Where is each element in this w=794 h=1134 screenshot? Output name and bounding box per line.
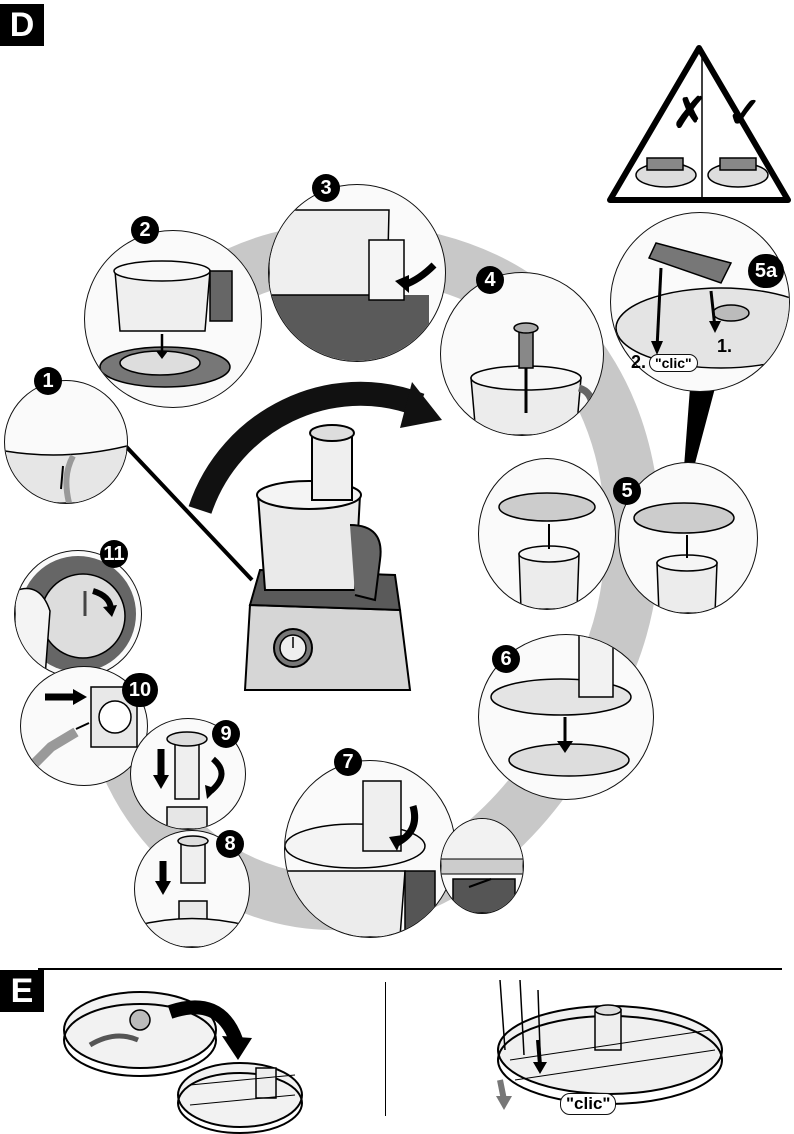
step-1-badge: 1 <box>34 367 62 395</box>
step-5-illustration-right <box>618 462 758 614</box>
step-4-badge: 4 <box>476 266 504 294</box>
clic-label-5a: "clic" <box>649 354 698 372</box>
section-e-label: E <box>0 970 44 1012</box>
disc-flip-illustration <box>63 991 303 1134</box>
step-5a-badge: 5a <box>748 254 784 288</box>
section-divider <box>38 968 782 970</box>
step-11-badge: 11 <box>100 540 128 568</box>
step-7-badge: 7 <box>334 748 362 776</box>
step-3-badge: 3 <box>312 174 340 202</box>
cord-storage-icon <box>5 445 127 503</box>
step-10-badge: 10 <box>122 673 158 707</box>
right-mark-icon: ✓ <box>727 89 763 136</box>
rotate-bowl-icon <box>269 209 437 361</box>
step-8-illustration <box>134 830 250 948</box>
step-2-illustration <box>84 230 262 408</box>
lock-detail-icon <box>441 819 523 913</box>
section-e-divider <box>385 982 386 1116</box>
step-3-illustration <box>268 184 446 362</box>
step-5-badge: 5 <box>613 477 641 505</box>
step-4-illustration <box>440 272 604 436</box>
step-5a-first-action: 1. <box>717 336 733 356</box>
step-7-illustration <box>284 760 456 938</box>
step-2-badge: 2 <box>131 216 159 244</box>
bowl-on-base-icon <box>99 260 233 388</box>
step-11-illustration <box>14 550 142 678</box>
rotate-lid-icon <box>285 780 436 937</box>
wrong-mark-icon: ✗ <box>672 89 708 136</box>
food-processor-illustration <box>118 424 412 691</box>
place-disc-icon <box>498 492 596 609</box>
place-disc-with-blade-icon <box>633 502 735 613</box>
insert-shaft-icon <box>470 322 596 435</box>
insert-blade-into-disc-illustration <box>496 979 723 1110</box>
clic-label-e: "clic" <box>560 1093 617 1115</box>
warning-triangle-icon <box>607 45 791 203</box>
rotate-pusher-icon <box>153 731 225 829</box>
insert-blade-icon <box>615 242 789 369</box>
section-d-label: D <box>0 4 44 46</box>
step-5a-illustration <box>610 212 790 392</box>
step-6-illustration <box>478 634 654 800</box>
step-1-illustration <box>4 380 128 504</box>
step-8-badge: 8 <box>216 830 244 858</box>
step-5-illustration-left <box>478 458 616 610</box>
step-5a-second-action: 2. <box>631 352 647 372</box>
step-9-badge: 9 <box>212 720 240 748</box>
place-lid-icon <box>490 635 632 777</box>
turn-dial-icon <box>15 556 136 677</box>
insert-pusher-icon <box>135 835 249 947</box>
step-7-detail <box>440 818 524 914</box>
step-6-badge: 6 <box>492 645 520 673</box>
main-curved-arrow <box>188 381 442 515</box>
